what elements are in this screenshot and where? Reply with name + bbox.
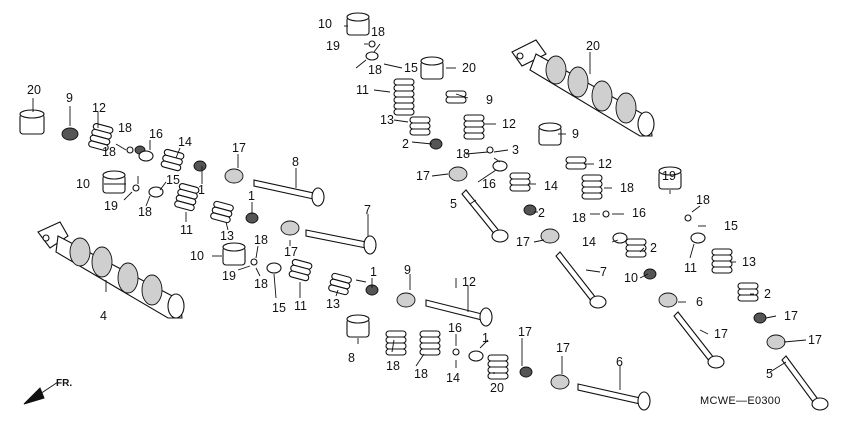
small-parts [61,40,786,390]
callout-label: 15 [272,301,286,315]
callout-label: 19 [326,39,340,53]
callout-label: 13 [220,229,234,243]
callout-label: 3 [512,143,519,157]
callout-label: 9 [572,127,579,141]
callout-label: 2 [538,206,545,220]
front-direction-arrow: FR. [23,378,72,405]
callout-label: 18 [138,205,152,219]
callout-label: 2 [650,241,657,255]
callout-label: 5 [766,367,773,381]
callout-label: 17 [808,333,822,347]
callout-label: 19 [222,269,236,283]
callout-label: 15 [166,173,180,187]
callout-label: 8 [292,155,299,169]
diagram-code: MCWE—E0300 [700,395,781,407]
callout-label: 11 [356,83,369,97]
callout-label: 14 [178,135,192,149]
callout-label: 18 [254,277,268,291]
callout-label: 5 [450,197,457,211]
direction-label: FR. [56,378,72,389]
callout-numbers: 20 9 12 18 16 14 18 1 17 8 10 15 19 18 1… [27,17,822,395]
callout-label: 17 [518,325,532,339]
callout-label: 20 [27,83,41,97]
callout-label: 15 [404,61,418,75]
callout-label: 18 [696,193,710,207]
callout-label: 20 [462,61,476,75]
callout-label: 13 [380,113,394,127]
callout-label: 17 [284,245,298,259]
callout-label: 10 [318,17,332,31]
callout-label: 18 [386,359,400,373]
callout-label: 16 [632,206,646,220]
callout-label: 9 [486,93,493,107]
camshaft-left [37,221,185,319]
callout-label: 14 [544,179,558,193]
callout-label: 13 [742,255,756,269]
callout-label: 15 [724,219,738,233]
callout-label: 7 [364,203,371,217]
callout-label: 1 [370,265,377,279]
callout-label: 12 [92,101,106,115]
callout-label: 1 [248,189,255,203]
callout-label: 18 [371,25,385,39]
callout-label: 17 [416,169,430,183]
callout-label: 16 [482,177,496,191]
leader-lines [32,25,807,390]
callout-label: 18 [620,181,634,195]
callout-label: 6 [616,355,623,369]
callout-label: 18 [254,233,268,247]
callout-label: 20 [586,39,600,53]
callout-label: 16 [448,321,462,335]
callout-label: 18 [102,145,116,159]
camshaft-right [511,39,655,137]
callout-label: 11 [294,299,307,313]
valves [253,179,829,411]
callout-label: 9 [66,91,73,105]
callout-label: 18 [572,211,586,225]
callout-label: 13 [326,297,340,311]
callout-label: 19 [662,169,676,183]
callout-label: 7 [600,265,607,279]
callout-label: 8 [348,351,355,365]
callout-label: 16 [149,127,163,141]
callout-label: 14 [582,235,596,249]
callout-label: 17 [516,235,530,249]
callout-label: 17 [784,309,798,323]
callout-label: 10 [190,249,204,263]
callout-label: 18 [456,147,470,161]
callout-label: 19 [104,199,118,213]
tappet-buckets [19,12,682,338]
callout-label: 1 [198,183,205,197]
callout-label: 11 [684,261,697,275]
callout-label: 18 [118,121,132,135]
callout-label: 14 [446,371,460,385]
callout-label: 2 [402,137,409,151]
callout-label: 10 [624,271,638,285]
callout-label: 11 [180,223,193,237]
callout-label: 17 [556,341,570,355]
callout-label: 12 [462,275,476,289]
callout-label: 2 [764,287,771,301]
callout-label: 4 [100,309,107,323]
callout-label: 1 [482,331,489,345]
callout-label: 12 [502,117,516,131]
callout-label: 6 [696,295,703,309]
callout-label: 17 [714,327,728,341]
callout-label: 18 [414,367,428,381]
callout-label: 17 [232,141,246,155]
callout-label: 18 [368,63,382,77]
callout-label: 10 [76,177,90,191]
callout-label: 9 [404,263,411,277]
callout-label: 20 [490,381,504,395]
callout-label: 12 [598,157,612,171]
